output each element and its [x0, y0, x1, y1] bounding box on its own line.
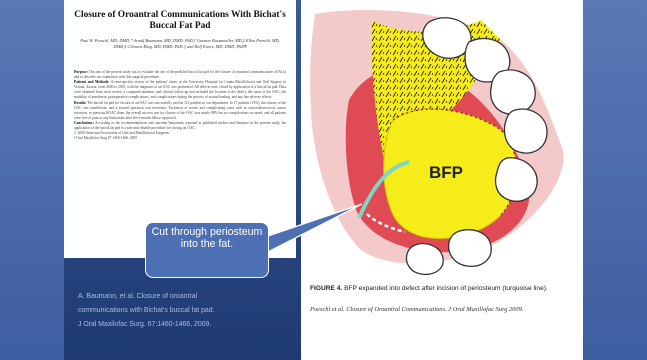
- figure-caption: FIGURE 4. BFP expanded into defect after…: [310, 285, 580, 293]
- tooth: [407, 244, 444, 275]
- abstract-heading: Conclusions:: [74, 121, 94, 125]
- paper-title: Closure of Oroantral Communications With…: [72, 10, 288, 32]
- slide-citation: A. Baumann, et al. Closure of oroantral …: [78, 290, 300, 332]
- callout-box: Cut through periosteum into the fat.: [145, 222, 269, 278]
- citation-line: communications with Bichat's buccal fat …: [78, 304, 300, 318]
- right-side-bar: [583, 0, 647, 360]
- abstract-text: According to the recommendations and out…: [74, 121, 286, 130]
- dental-illustration: BFP: [301, 0, 583, 280]
- abstract-text: The aim of the present study was to eval…: [74, 70, 286, 79]
- figure-citation: Poeschl et al. Closure of Oroantral Comm…: [310, 306, 580, 314]
- abstract-paragraph: Results: The buccal fat pad for closure …: [74, 101, 286, 121]
- abstract-paragraph: Patients and Methods: A retrospective re…: [74, 80, 286, 100]
- paper-authors: Paul W. Poeschl, MD, DMD,* Arnulf Bauman…: [76, 38, 284, 49]
- abstract-heading: Purpose:: [74, 70, 88, 74]
- figure-caption-label: FIGURE 4.: [310, 285, 342, 292]
- journal-line: J Oral Maxillofac Surg 67:1460-1466, 200…: [74, 136, 286, 141]
- bfp-label: BFP: [429, 163, 463, 182]
- left-side-bar: [0, 0, 64, 360]
- abstract-paragraph: Purpose: The aim of the present study wa…: [74, 70, 286, 80]
- citation-line: J Oral Maxilofac Surg. 67:1460-1466, 200…: [78, 318, 300, 332]
- abstract-heading: Results:: [74, 101, 86, 105]
- tooth: [491, 70, 536, 114]
- tooth: [449, 230, 492, 267]
- figure-panel: BFP FIGURE 4. BFP expanded into defect a…: [301, 0, 583, 360]
- paper-excerpt: Closure of Oroantral Communications With…: [64, 0, 296, 258]
- paper-abstract: Purpose: The aim of the present study wa…: [74, 70, 286, 141]
- abstract-heading: Patients and Methods:: [74, 80, 110, 84]
- figure-caption-text: BFP expanded into defect after incision …: [344, 285, 548, 292]
- abstract-paragraph: Conclusions: According to the recommenda…: [74, 121, 286, 131]
- citation-line: A. Baumann, et al. Closure of oroantral: [78, 290, 300, 304]
- tooth: [505, 109, 547, 153]
- abstract-text: The buccal fat pad for closure of an OAC…: [74, 101, 286, 120]
